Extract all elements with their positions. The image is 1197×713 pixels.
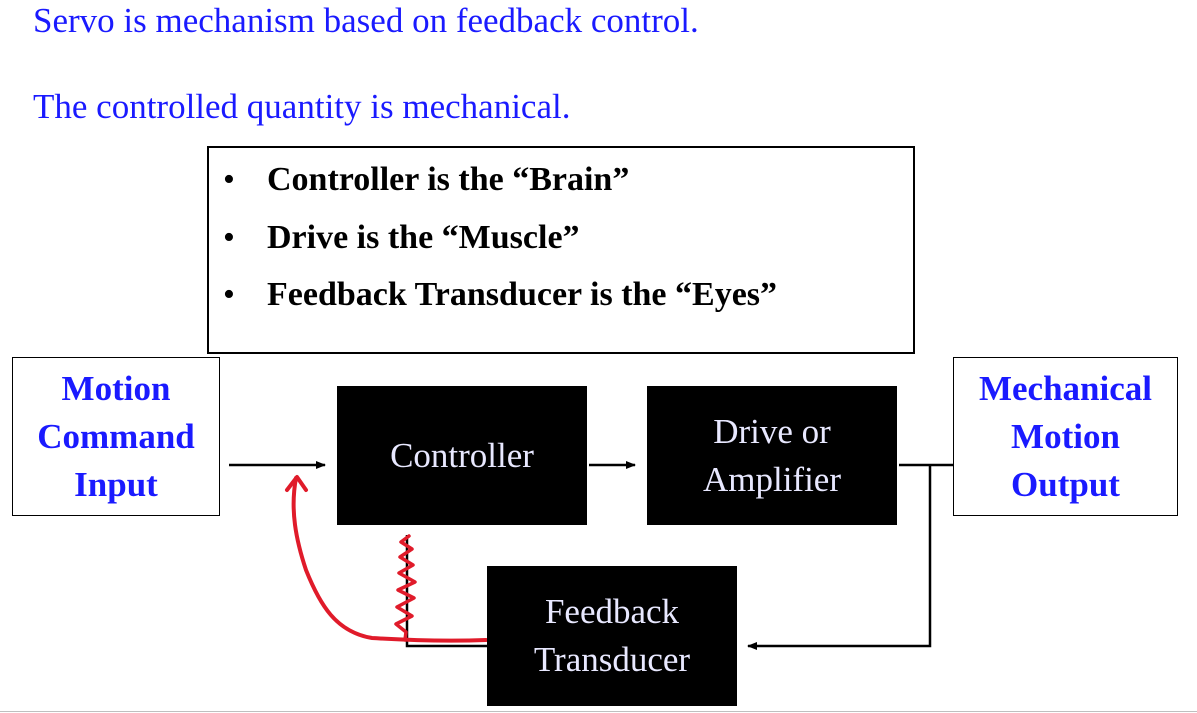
feedback-path-under-controller bbox=[405, 535, 487, 648]
bullet-dot: • bbox=[223, 276, 235, 313]
bullet-text: Drive is the “Muscle” bbox=[267, 219, 580, 256]
input-label-line: Motion bbox=[61, 368, 171, 408]
bullet-controller-brain: • Controller is the “Brain” bbox=[223, 160, 629, 200]
drive-label-line: Amplifier bbox=[702, 459, 842, 499]
drive-amplifier-block: Drive or Amplifier bbox=[647, 386, 897, 525]
feedback-return-line bbox=[747, 465, 932, 650]
red-zigzag-annotation bbox=[394, 534, 417, 642]
bullet-text: Feedback Transducer is the “Eyes” bbox=[267, 276, 778, 313]
feedback-label-line: Feedback bbox=[544, 592, 680, 631]
red-feedback-loop-annotation bbox=[291, 476, 488, 643]
bullet-text: Controller is the “Brain” bbox=[267, 161, 630, 198]
slide-bottom-edge bbox=[0, 711, 1197, 712]
controller-label: Controller bbox=[390, 435, 534, 475]
output-label-line: Output bbox=[1011, 464, 1120, 504]
output-label-line: Motion bbox=[1011, 416, 1120, 456]
bullet-dot: • bbox=[223, 161, 235, 198]
bullet-drive-muscle: • Drive is the “Muscle” bbox=[223, 218, 580, 258]
mechanical-motion-output-box: Mechanical Motion Output bbox=[953, 357, 1178, 516]
motion-command-input-box: Motion Command Input bbox=[12, 357, 220, 516]
input-label-line: Input bbox=[74, 464, 158, 504]
drive-label-line: Drive or bbox=[713, 411, 831, 451]
heading-controlled-quantity: The controlled quantity is mechanical. bbox=[33, 87, 571, 126]
feedback-transducer-block: Feedback Transducer bbox=[487, 566, 737, 706]
analogy-bullet-box: • Controller is the “Brain” • Drive is the… bbox=[207, 146, 915, 354]
output-label-line: Mechanical bbox=[978, 368, 1153, 408]
red-arrow-tip-annotation bbox=[285, 475, 308, 492]
bullet-feedback-eyes: • Feedback Transducer is the “Eyes” bbox=[223, 275, 777, 315]
bullet-dot: • bbox=[223, 219, 235, 256]
heading-servo-definition: Servo is mechanism based on feedback con… bbox=[33, 1, 699, 40]
input-label-line: Command bbox=[37, 416, 195, 456]
controller-block: Controller bbox=[337, 386, 587, 525]
feedback-label-line: Transducer bbox=[533, 640, 691, 679]
